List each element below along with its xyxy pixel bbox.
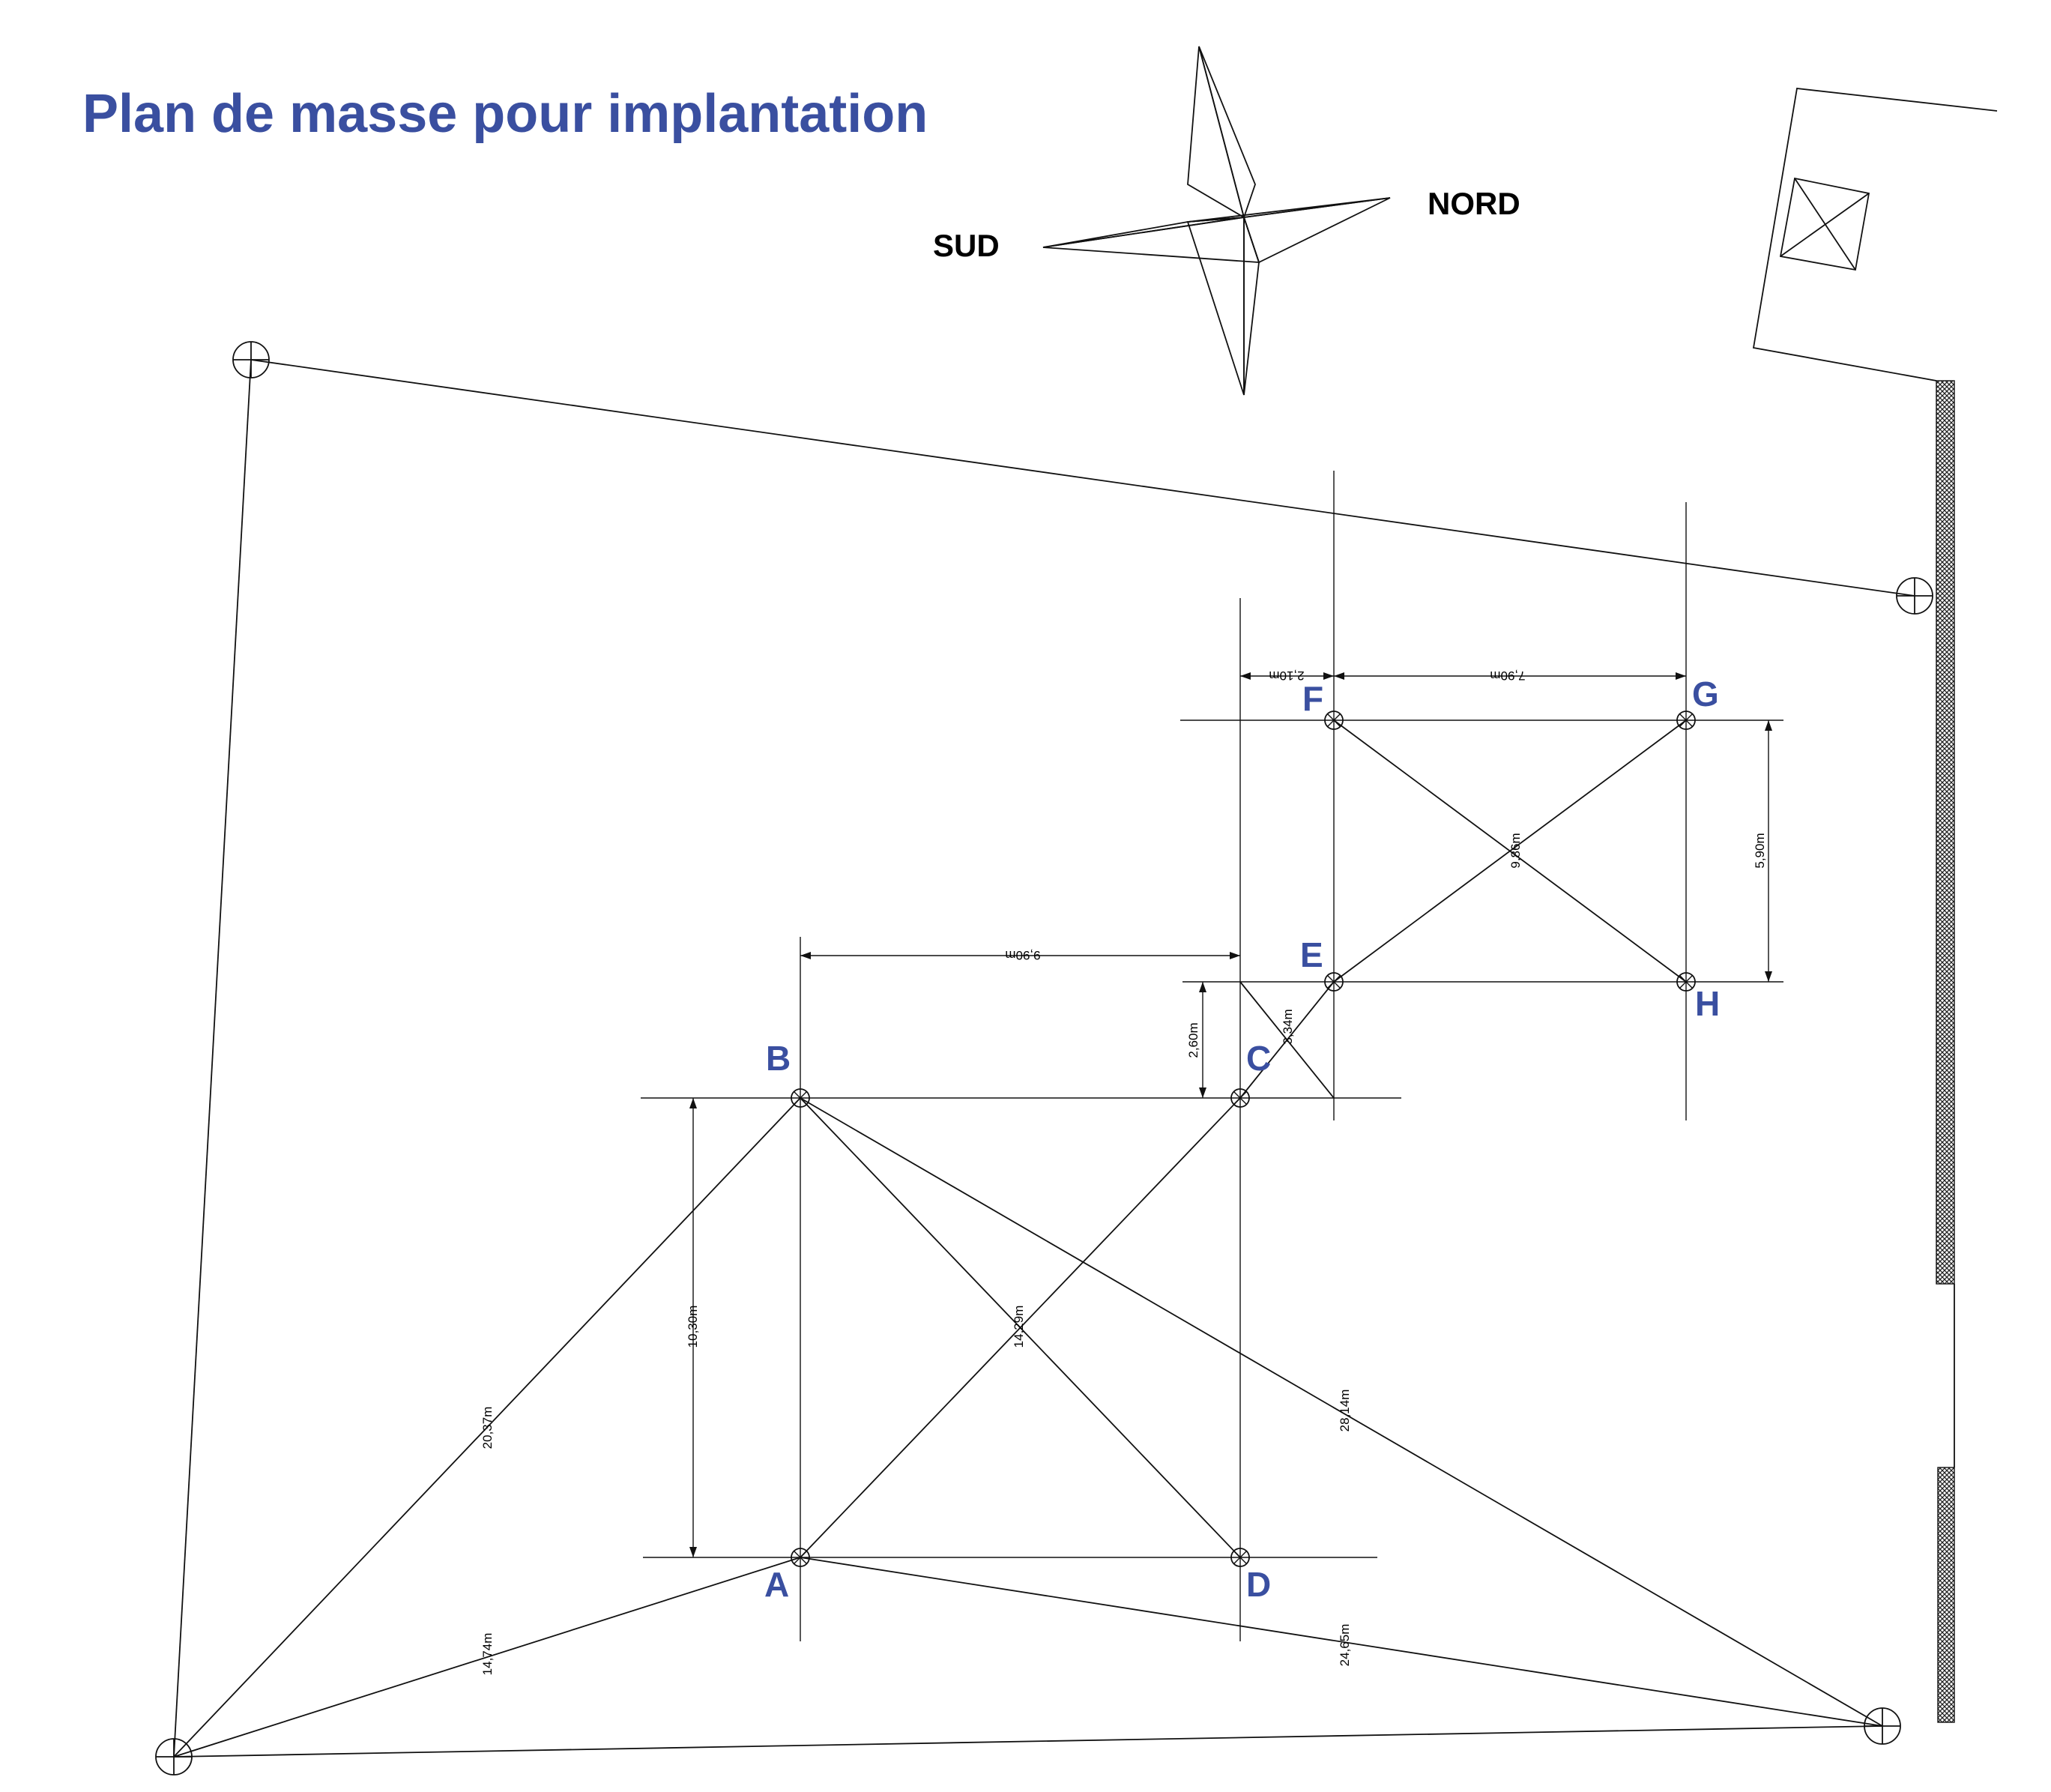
point-label-h: H — [1695, 984, 1720, 1023]
dimension-lines — [689, 672, 1772, 1557]
diagonal-lines — [173, 719, 1883, 1758]
page-title: Plan de masse pour implantation — [82, 84, 928, 144]
dim-label-diag-efgh: 9,86m — [1508, 833, 1523, 868]
point-label-c: C — [1246, 1039, 1271, 1078]
dim-label-diag-abcd: 14,29m — [1012, 1306, 1026, 1348]
point-label-b: B — [766, 1039, 791, 1078]
point-marker-h — [1676, 972, 1696, 992]
point-marker-b — [791, 1088, 810, 1108]
compass-rose-icon — [1042, 46, 1391, 396]
parcel-boundary — [173, 359, 1915, 1758]
corner-marker-top-left — [232, 341, 270, 378]
point-marker-g — [1676, 711, 1696, 730]
dim-label-ab: 10,30m — [686, 1306, 700, 1348]
point-label-d: D — [1246, 1565, 1271, 1604]
compass-south-label: SUD — [933, 228, 1000, 263]
point-marker-f — [1324, 711, 1344, 730]
point-marker-c — [1230, 1088, 1250, 1108]
point-label-a: A — [764, 1565, 789, 1604]
dim-label-a-corner: 24,65m — [1338, 1624, 1352, 1667]
dim-label-fg: 7,90m — [1490, 669, 1525, 683]
point-label-f: F — [1302, 679, 1323, 718]
corner-marker-top-right — [1896, 577, 1933, 615]
point-marker-e — [1324, 972, 1344, 992]
point-label-e: E — [1300, 935, 1323, 974]
point-label-g: G — [1692, 675, 1719, 714]
dim-label-c-offset: 2,60m — [1186, 1022, 1200, 1058]
point-marker-d — [1230, 1548, 1250, 1567]
construction-lines — [641, 471, 1783, 1641]
compass-north-label: NORD — [1428, 186, 1520, 221]
dim-label-eh-gh: 5,90m — [1753, 833, 1767, 868]
dim-label-corner-b: 20,37m — [480, 1407, 495, 1449]
boundary-wall — [1936, 380, 1955, 1723]
point-marker-a — [791, 1548, 810, 1567]
dim-label-b-corner: 28,14m — [1338, 1390, 1352, 1432]
dimension-labels: 9,90m 2,10m 7,90m 5,90m 9,86m 2,60m 3,34… — [480, 669, 1767, 1675]
dim-label-fg-offset: 2,10m — [1269, 669, 1304, 683]
dim-label-bc: 9,90m — [1005, 948, 1040, 962]
dim-label-c-e-diag: 3,34m — [1281, 1009, 1295, 1044]
dim-label-corner-a: 14,74m — [480, 1633, 495, 1676]
neighbor-building — [1752, 88, 1998, 381]
